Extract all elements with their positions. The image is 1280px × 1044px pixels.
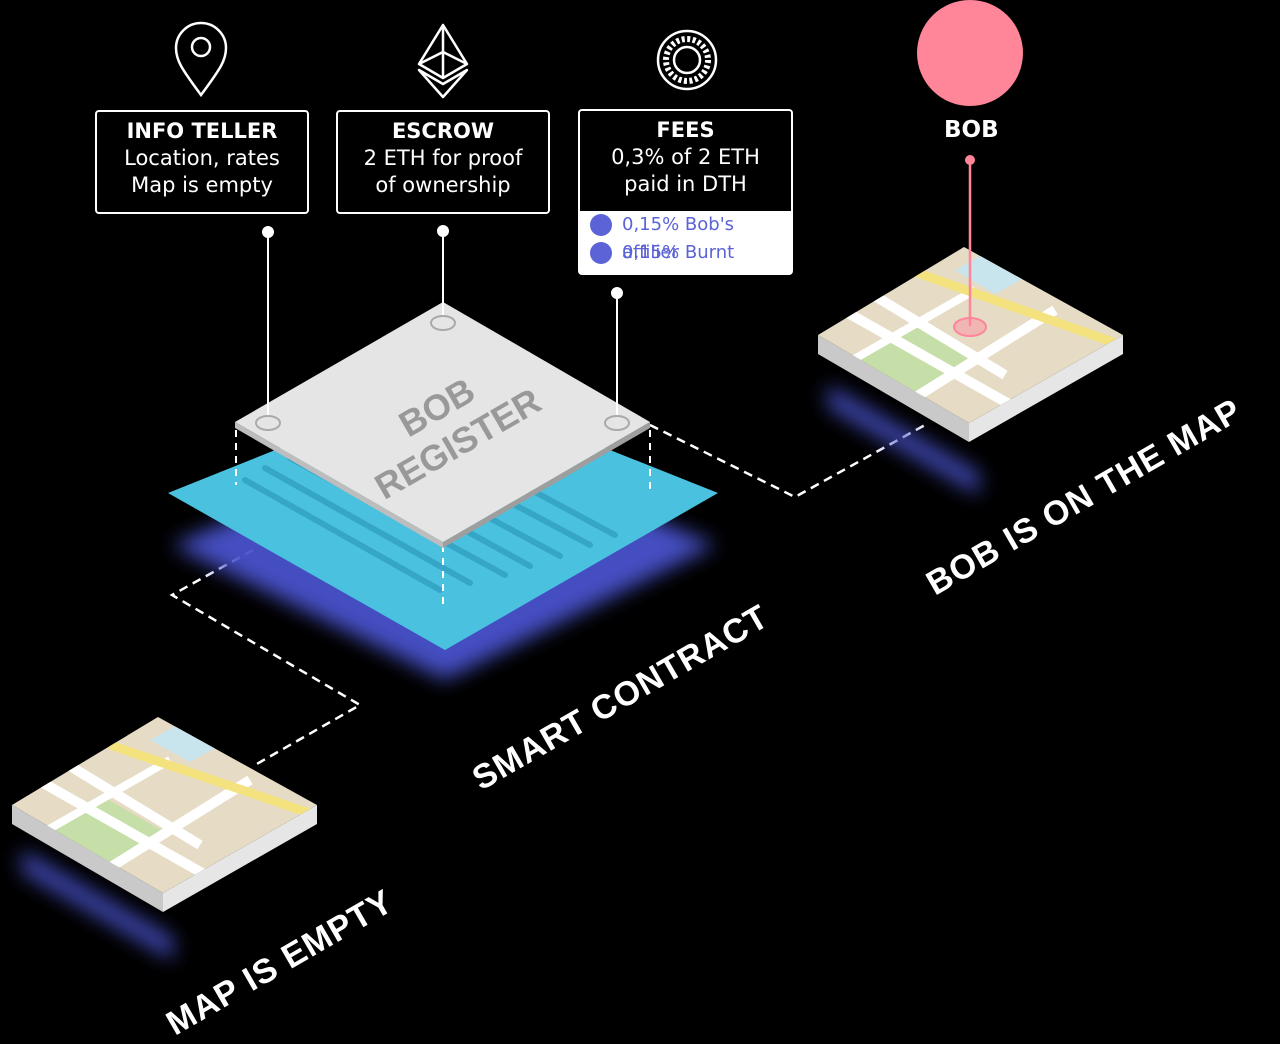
info-teller-line-1: Location, rates [124,146,280,170]
escrow-box: ESCROW 2 ETH for proof of ownership [336,110,550,214]
leader-lines [262,225,623,415]
info-teller-box: INFO TELLER Location, rates Map is empty [95,110,309,214]
escrow-title: ESCROW [391,119,495,143]
location-pin-icon [174,21,228,98]
register-drop-lines [235,430,651,610]
bob-label: BOB [944,117,999,143]
fees-line-1: 0,3% of 2 ETH [611,145,760,169]
escrow-line-1: 2 ETH for proof [363,146,523,170]
smart-contract-diagram: BOB REGISTER [12,0,1123,960]
fees-item-burnt: 0,15% Burnt [580,239,791,267]
fees-item-burnt-label: 0,15% Burnt [622,242,735,263]
fees-box: FEES 0,3% of 2 ETH paid in DTH 0,15% Bob… [578,109,793,275]
fees-dot-icon [590,242,612,264]
register-node-left [255,415,281,431]
register-node-top [430,315,456,331]
escrow-line-2: of ownership [375,173,511,197]
fees-item-affilier-label: 0,15% Bob's affilier [622,214,735,263]
dashed-connectors [169,423,926,767]
info-teller-line-2: Map is empty [131,173,273,197]
fees-title: FEES [656,118,715,142]
ethereum-icon [417,23,469,99]
bob-avatar [917,0,1023,106]
info-teller-title: INFO TELLER [126,119,278,143]
fees-item-affilier: 0,15% Bob's affilier [580,211,791,263]
map-empty-tile [12,717,317,960]
fees-breakdown: 0,15% Bob's affilier 0,15% Burnt [580,211,791,273]
register-node-right [604,415,630,431]
fees-dot-icon [590,214,612,236]
register-platform: BOB REGISTER [235,302,650,548]
fees-line-2: paid in DTH [624,172,747,196]
bob-pin [917,0,1023,337]
bob-location-marker [953,317,987,337]
token-coin-icon [656,29,718,91]
